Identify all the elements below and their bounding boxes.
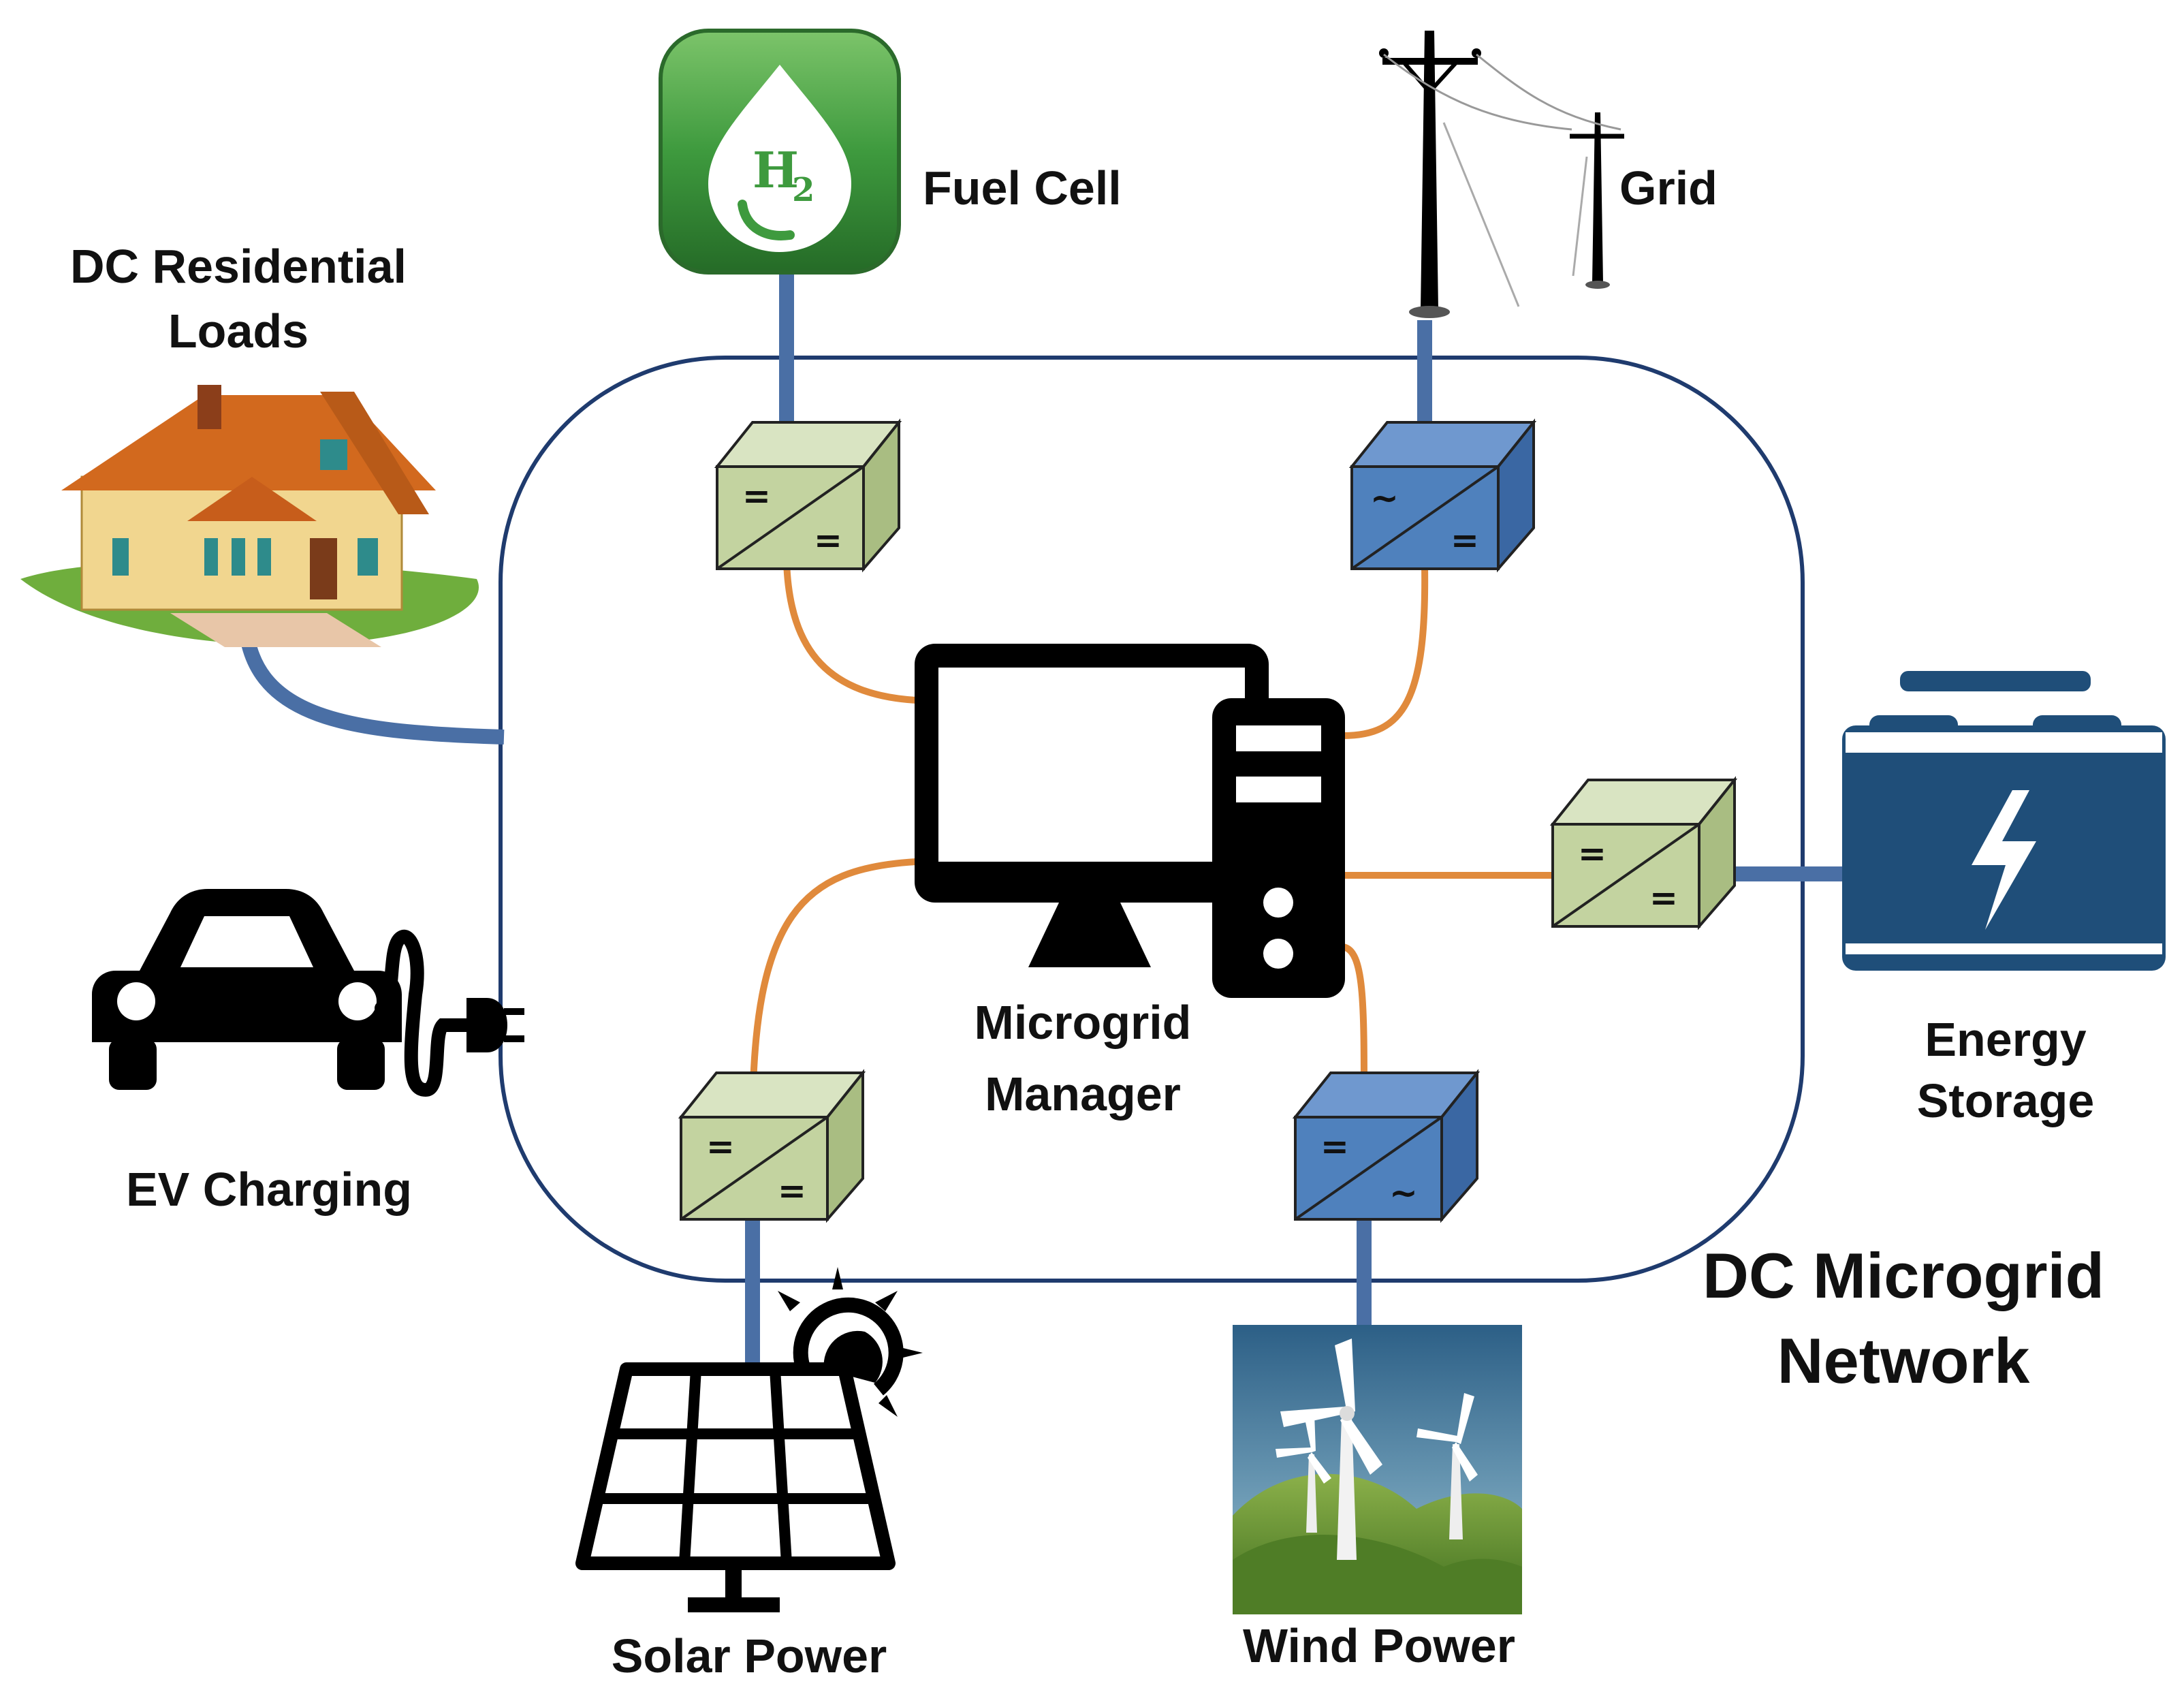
wire-residential <box>238 612 505 745</box>
computer-icon <box>915 644 1345 998</box>
power-line-icon <box>1379 31 1624 318</box>
converter-symbol-dc: = <box>1451 520 1479 560</box>
converter-symbol-in: = <box>706 1127 735 1166</box>
converter-solar-dcdc: = = <box>678 1069 866 1223</box>
converter-symbol-in: = <box>742 476 771 516</box>
battery-icon <box>1842 671 2166 971</box>
converter-storage-dcdc: = = <box>1549 776 1738 930</box>
label-energy-storage-line2: Storage <box>1917 1074 2095 1127</box>
ctrl-wire-grid <box>1340 562 1429 739</box>
network-boundary <box>498 356 1805 1283</box>
solar-panel-icon <box>575 1362 896 1612</box>
converter-grid-acdc: ~ = <box>1348 418 1537 573</box>
label-energy-storage-line1: Energy <box>1925 1013 2086 1066</box>
label-fuel-cell: Fuel Cell <box>923 161 1122 215</box>
converter-symbol-out: = <box>1649 878 1678 918</box>
converter-symbol-ac: ~ <box>1370 478 1399 518</box>
hydrogen-subscript: 2 <box>792 171 814 209</box>
label-manager-line1: Microgrid <box>975 996 1192 1049</box>
converter-fuel-cell-dcdc: = = <box>714 418 902 573</box>
fuel-cell-icon: H 2 <box>659 29 901 275</box>
house-icon <box>20 385 479 647</box>
ev-car-icon <box>92 889 402 1090</box>
ctrl-wire-solar <box>749 858 919 1127</box>
label-wind-power: Wind Power <box>1243 1619 1515 1672</box>
sun-icon <box>778 1267 923 1417</box>
ctrl-wire-fuel-cell <box>783 559 919 704</box>
converter-symbol-dc: = <box>1320 1127 1349 1166</box>
label-grid: Grid <box>1619 161 1718 215</box>
label-solar-power: Solar Power <box>612 1629 887 1683</box>
label-residential-line2: Loads <box>168 304 308 358</box>
label-residential-line1: DC Residential <box>70 240 407 293</box>
converter-symbol-ac: ~ <box>1389 1173 1418 1212</box>
label-manager-line2: Manager <box>985 1067 1181 1121</box>
converter-wind-acdc: = ~ <box>1292 1069 1481 1223</box>
converter-symbol-out: = <box>778 1171 806 1210</box>
converter-symbol-in: = <box>1578 834 1607 873</box>
converter-symbol-out: = <box>814 520 842 560</box>
wind-turbine-image <box>1233 1325 1522 1614</box>
label-ev-charging: EV Charging <box>126 1163 412 1216</box>
hydrogen-symbol: H <box>753 141 799 199</box>
charging-plug-icon <box>375 930 524 1097</box>
label-network-line2: Network <box>1777 1325 2031 1396</box>
label-network-line1: DC Microgrid <box>1703 1240 2104 1311</box>
